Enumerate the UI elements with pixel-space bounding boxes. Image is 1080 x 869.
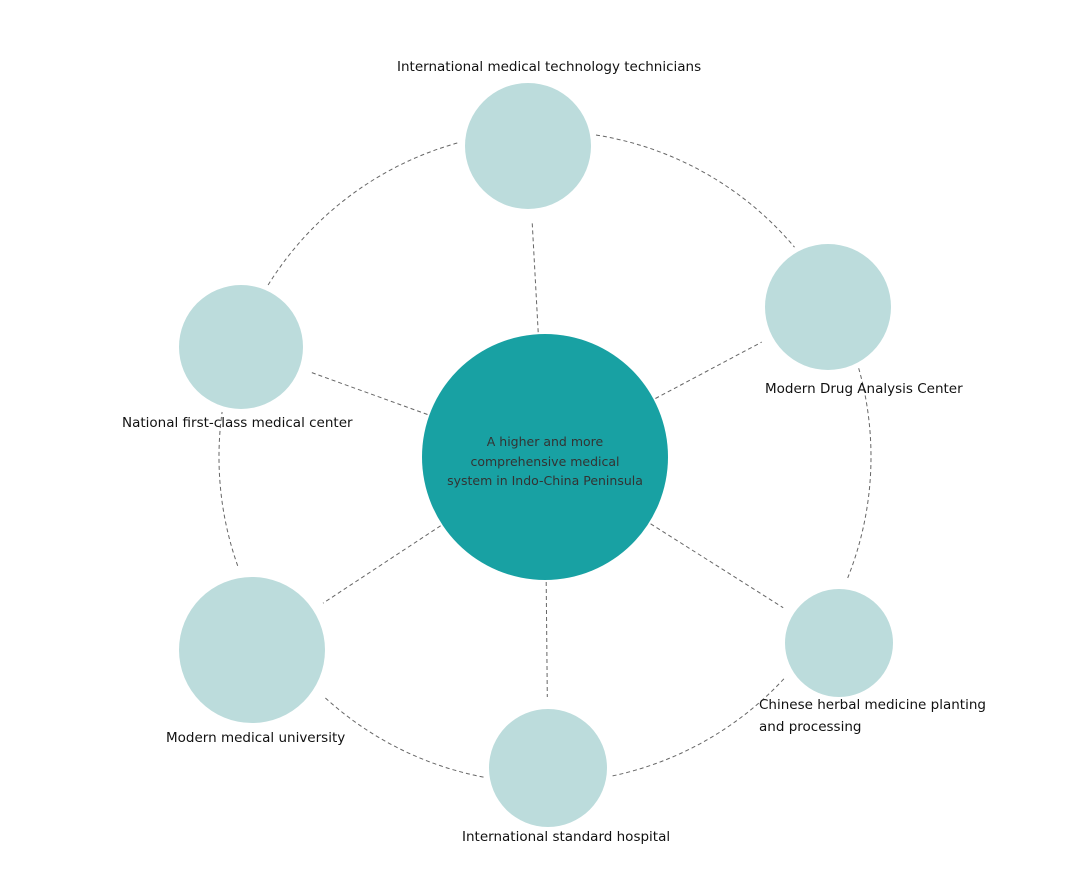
node-label-lower-right-line-1: Chinese herbal medicine planting (759, 697, 986, 713)
node-circle-upper-right (765, 244, 891, 370)
center-text-line-1: A higher and more (486, 434, 604, 449)
ring-arc-bottom-to-lower-left (323, 696, 484, 778)
spoke-connector-top (531, 220, 539, 333)
spoke-connectors (310, 220, 784, 698)
ring-arc-lower-left-to-upper-left (218, 411, 239, 566)
node-label-lower-left: Modern medical university (166, 727, 345, 749)
spoke-connector-upper-right (655, 341, 762, 399)
outer-ring-connectors (218, 134, 872, 778)
ring-arc-top-to-upper-right (595, 134, 795, 248)
node-label-bottom-line-1: International standard hospital (462, 829, 671, 845)
node-label-top-line-1: International medical technology technic… (397, 59, 702, 75)
node-label-upper-left: National first-class medical center (122, 412, 353, 434)
node-circle-lower-right (785, 589, 893, 697)
spoke-connector-upper-left (310, 371, 428, 415)
node-label-lower-left-line-1: Modern medical university (166, 730, 346, 746)
node-circles (179, 83, 893, 827)
center-text-line-3: system in Indo-China Peninsula (447, 473, 643, 488)
spoke-connector-lower-right (650, 523, 784, 609)
node-label-top: International medical technology technic… (397, 56, 701, 78)
node-label-lower-right-line-2: and processing (759, 719, 862, 735)
ring-arc-upper-left-to-top (267, 142, 460, 286)
ring-arc-lower-right-to-bottom (612, 678, 785, 777)
node-label-lower-right: Chinese herbal medicine planting and pro… (759, 694, 986, 738)
node-circle-upper-left (179, 285, 303, 409)
node-circle-lower-left (179, 577, 325, 723)
ring-arc-upper-right-to-lower-right (847, 368, 872, 579)
node-circle-top (465, 83, 591, 209)
node-label-upper-right: Modern Drug Analysis Center (765, 378, 963, 400)
node-label-bottom: International standard hospital (462, 826, 670, 848)
node-label-upper-right-line-1: Modern Drug Analysis Center (765, 381, 963, 397)
spoke-connector-lower-left (322, 525, 441, 604)
node-label-upper-left-line-1: National first-class medical center (122, 415, 353, 431)
spoke-connector-bottom (545, 581, 548, 698)
center-node-circle (422, 334, 668, 580)
node-circle-bottom (489, 709, 607, 827)
center-node-text: A higher and more comprehensive medical … (440, 432, 650, 491)
center-text-line-2: comprehensive medical (470, 453, 620, 469)
